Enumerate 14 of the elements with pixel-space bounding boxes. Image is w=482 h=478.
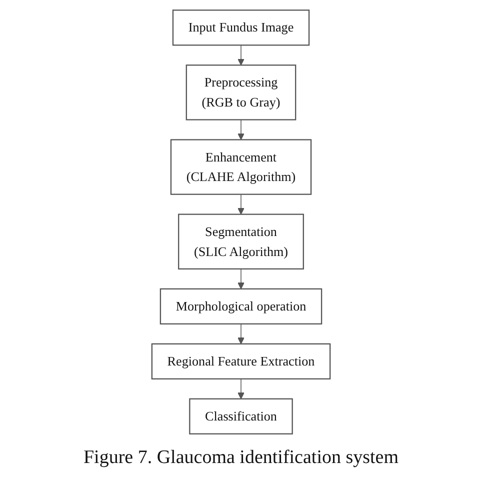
process-box: Classification bbox=[189, 398, 293, 434]
process-box: Regional Feature Extraction bbox=[151, 343, 331, 380]
process-box: Segmentation (SLIC Algorithm) bbox=[178, 214, 304, 270]
caption: Figure 7. Glaucoma identification system bbox=[83, 446, 398, 470]
process-box: Enhancement (CLAHE Algorithm) bbox=[170, 139, 312, 195]
arrow bbox=[238, 44, 244, 66]
arrow bbox=[238, 194, 244, 215]
process-box: Preprocessing (RGB to Gray) bbox=[186, 64, 296, 120]
process-box: Morphological operation bbox=[160, 288, 322, 324]
arrow bbox=[238, 378, 244, 400]
arrow bbox=[238, 119, 244, 140]
process-box: Input Fundus Image bbox=[172, 10, 310, 46]
arrow bbox=[238, 268, 244, 290]
arrow bbox=[238, 324, 244, 344]
